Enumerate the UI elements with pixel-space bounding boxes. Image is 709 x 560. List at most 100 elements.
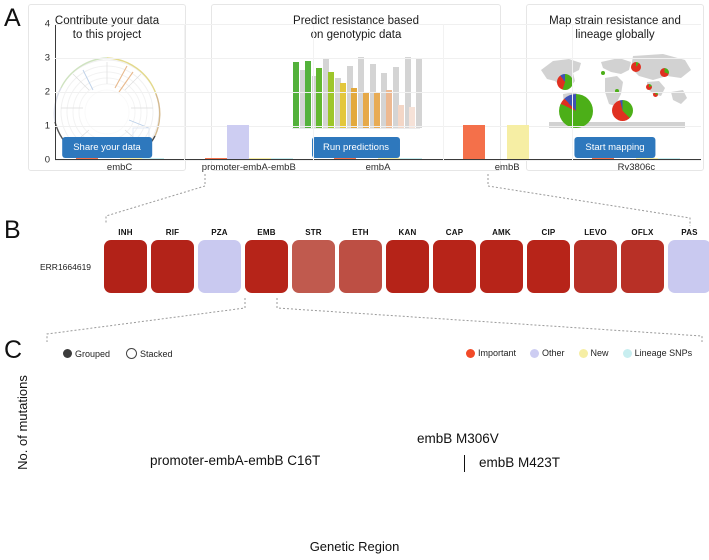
drug-resistance-cell[interactable] [527, 240, 570, 293]
drug-name-label: CAP [445, 228, 464, 237]
drug-resistance-cell[interactable] [668, 240, 709, 293]
drug-column-rif: RIF [151, 228, 194, 293]
drug-resistance-cell[interactable] [621, 240, 664, 293]
bar-important[interactable] [592, 157, 615, 159]
bar-new[interactable] [119, 157, 142, 159]
prediction-bar-predicted [362, 92, 369, 128]
prediction-bar-reference [334, 78, 341, 128]
prediction-bar-pair [408, 56, 423, 128]
bar-new[interactable] [636, 157, 659, 159]
legend-item-other[interactable]: Other [530, 348, 565, 358]
prediction-bar-predicted [316, 68, 323, 128]
bar-lineage-snps[interactable] [658, 158, 681, 159]
bar-lineage-snps[interactable] [141, 158, 164, 159]
prediction-bar-pair [304, 56, 318, 128]
drug-resistance-cell[interactable] [198, 240, 241, 293]
gridline [55, 24, 701, 25]
bar-lineage-snps[interactable] [270, 158, 293, 159]
bar-new[interactable] [248, 157, 271, 159]
legend-mode-stacked[interactable]: Stacked [126, 348, 173, 359]
card-predict-resistance[interactable]: Predict resistance based on genotypic da… [211, 4, 501, 171]
annotation-embb-m306v: embB M306V [417, 431, 499, 446]
run-predictions-button[interactable]: Run predictions [311, 137, 401, 158]
world-map-art [527, 42, 703, 170]
annotation-promoter-c16t: promoter-embA-embB C16T [150, 453, 321, 468]
map-pie-marker [646, 84, 652, 90]
start-mapping-button[interactable]: Start mapping [574, 137, 656, 158]
bar-important[interactable] [204, 157, 227, 159]
connector-b-to-c [46, 298, 703, 342]
x-axis-tick-embB: embB [494, 162, 520, 173]
legend-item-important[interactable]: Important [466, 348, 516, 358]
prediction-bar-reference [323, 58, 330, 128]
legend-swatch-icon [578, 348, 588, 358]
drug-column-amk: AMK [480, 228, 523, 293]
prediction-bar-reference [300, 70, 306, 128]
drug-name-label: LEVO [584, 228, 607, 237]
drug-name-label: KAN [398, 228, 417, 237]
bar-group-embB [463, 23, 551, 159]
map-pie-marker [660, 68, 669, 77]
prediction-bar-pair [373, 56, 388, 128]
drug-name-label: OFLX [631, 228, 654, 237]
bar-new[interactable] [507, 125, 530, 159]
prediction-bar-pair [327, 56, 341, 128]
bar-important[interactable] [334, 157, 356, 159]
y-axis-tick-2: 2 [44, 86, 50, 98]
group-separator [571, 24, 573, 160]
drug-resistance-cell[interactable] [151, 240, 194, 293]
drug-resistance-cell[interactable] [339, 240, 382, 293]
y-axis-label-text: No. of mutations [14, 374, 30, 470]
legend-mode-grouped-label: Grouped [75, 348, 111, 359]
panel-letter-a: A [4, 4, 21, 32]
prediction-bar-pair [385, 56, 400, 128]
bar-other[interactable] [226, 125, 249, 159]
legend-item-label: New [590, 348, 609, 358]
legend-item-new[interactable]: New [578, 348, 609, 358]
drug-column-cap: CAP [433, 228, 476, 293]
drug-resistance-cell[interactable] [386, 240, 429, 293]
bar-important[interactable] [463, 125, 486, 159]
stacked-radio-icon[interactable] [126, 348, 138, 359]
drug-resistance-cell[interactable] [292, 240, 335, 293]
bar-new[interactable] [378, 157, 400, 159]
world-map [535, 48, 697, 130]
bar-lineage-snps[interactable] [400, 158, 422, 159]
legend-swatch-icon [466, 348, 475, 358]
card-map-strain-resistance[interactable]: Map strain resistance and lineage global… [526, 4, 704, 171]
prediction-bar-predicted [397, 105, 404, 128]
drug-resistance-cell[interactable] [104, 240, 147, 293]
prediction-bar-predicted [293, 62, 299, 128]
map-pie-marker [653, 92, 658, 97]
y-axis-tick-0: 0 [44, 154, 50, 166]
drug-resistance-cell[interactable] [480, 240, 523, 293]
drug-column-inh: INH [104, 228, 147, 293]
legend-mode-grouped[interactable]: Grouped [63, 349, 110, 359]
gridline [55, 92, 701, 93]
chart-mode-legend: Grouped Stacked [63, 348, 173, 359]
prediction-bar-predicted [304, 61, 311, 128]
legend-item-lineage-snps[interactable]: Lineage SNPs [622, 348, 692, 358]
drug-name-label: STR [305, 228, 322, 237]
drug-name-label: RIF [165, 228, 180, 237]
prediction-bar-reference [311, 76, 318, 128]
prediction-baseline [292, 128, 420, 129]
panel-letter-b: B [4, 216, 21, 244]
y-axis-label: No. of mutations [14, 352, 30, 492]
x-axis-tick-embA: embA [365, 162, 391, 173]
drug-resistance-cell[interactable] [574, 240, 617, 293]
drug-name-label: INH [118, 228, 133, 237]
annotation-pointer-line [464, 455, 466, 472]
map-pie-marker [557, 74, 573, 90]
bar-important[interactable] [75, 157, 98, 159]
drug-resistance-cell[interactable] [433, 240, 476, 293]
y-axis-tick-4: 4 [44, 18, 50, 30]
grouped-radio-icon[interactable] [63, 349, 72, 358]
drug-resistance-cell[interactable] [245, 240, 288, 293]
share-your-data-button[interactable]: Share your data [62, 137, 152, 158]
prediction-bar-predicted [374, 92, 381, 128]
sample-id-label: ERR1664619 [40, 262, 92, 272]
legend-mode-stacked-label: Stacked [140, 348, 173, 359]
